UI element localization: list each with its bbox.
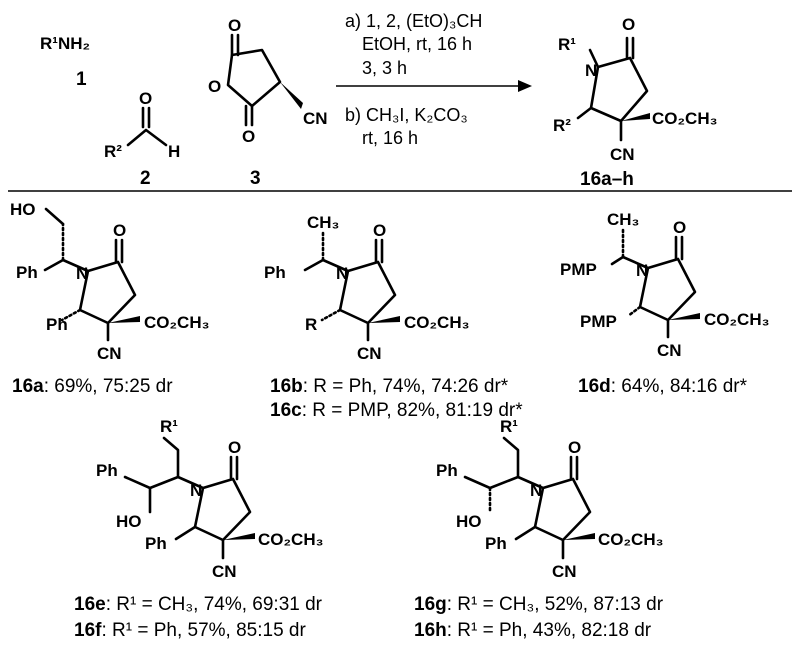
product-r2: R² <box>553 116 571 135</box>
reagent3-o-top: O <box>228 16 241 35</box>
c16g-result: : R¹ = CH₃, 52%, 87:13 dr <box>447 594 664 615</box>
c16e-result: : R¹ = CH₃, 74%, 69:31 dr <box>106 594 323 615</box>
c16gh-ph1: Ph <box>436 461 458 480</box>
product-cn: CN <box>610 145 635 164</box>
c16a-result: : 69%, 75:25 dr <box>44 376 174 397</box>
c16a-caption: 16a: 69%, 75:25 dr <box>12 376 173 397</box>
c16g-caption: 16g: R¹ = CH₃, 52%, 87:13 dr <box>414 594 664 615</box>
compound-16bc-structure <box>303 230 400 342</box>
reagent3-o-ring: O <box>208 77 221 96</box>
c16h-result: : R¹ = Ph, 43%, 82:18 dr <box>447 620 652 641</box>
c16ef-o: O <box>228 438 241 457</box>
c16g-label: 16g <box>414 594 447 615</box>
product-number: 16a–h <box>580 169 634 190</box>
c16c-label: 16c <box>270 400 302 421</box>
reagent3-number: 3 <box>250 168 261 189</box>
reagent2-h: H <box>168 142 180 161</box>
c16gh-ester: CO₂CH₃ <box>598 530 663 549</box>
c16b-label: 16b <box>270 376 303 397</box>
conditions-b-line2: rt, 16 h <box>362 128 418 148</box>
c16f-label: 16f <box>74 620 102 641</box>
c16ef-ester: CO₂CH₃ <box>258 530 323 549</box>
compound-16d-structure <box>610 227 700 339</box>
c16ef-cn: CN <box>212 562 237 581</box>
c16ef-ph2: Ph <box>145 534 167 553</box>
reagent2-oxygen: O <box>139 89 152 108</box>
c16gh-r1: R¹ <box>500 417 518 436</box>
reagent1-number: 1 <box>76 69 87 90</box>
product-oxygen: O <box>622 15 635 34</box>
c16ef-n: N <box>190 481 202 500</box>
c16ef-ho: HO <box>116 512 142 531</box>
reagent1-formula: R¹NH₂ <box>40 34 90 53</box>
compound-16gh-structure <box>463 436 595 560</box>
c16e-caption: 16e: R¹ = CH₃, 74%, 69:31 dr <box>74 594 323 615</box>
c16h-caption: 16h: R¹ = Ph, 43%, 82:18 dr <box>414 620 652 641</box>
c16a-o: O <box>113 221 126 240</box>
c16c-result: : R = PMP, 82%, 81:19 dr* <box>302 400 524 421</box>
conditions-a-line1: a) 1, 2, (EtO)₃CH <box>345 11 482 31</box>
c16bc-r: R <box>305 315 317 334</box>
conditions-a-line2: EtOH, rt, 16 h <box>362 34 472 54</box>
c16d-result: : 64%, 84:16 dr* <box>611 376 748 397</box>
conditions-a-line3: 3, 3 h <box>362 58 407 78</box>
product-nitrogen: N <box>585 61 597 80</box>
c16gh-o: O <box>568 438 581 457</box>
compound-16ef-structure <box>123 436 255 560</box>
c16d-me: CH₃ <box>607 210 639 229</box>
conditions-b-line1: b) CH₃I, K₂CO₃ <box>345 105 468 125</box>
c16bc-me: CH₃ <box>307 213 339 232</box>
product-ester: CO₂CH₃ <box>652 109 717 128</box>
reagent2-structure <box>126 106 168 147</box>
c16ef-r1: R¹ <box>160 417 178 436</box>
c16bc-ph: Ph <box>264 263 286 282</box>
c16a-label: 16a <box>12 376 44 397</box>
c16d-caption: 16d: 64%, 84:16 dr* <box>578 376 748 397</box>
reagent3-cn: CN <box>303 109 328 128</box>
c16ef-ph1: Ph <box>96 461 118 480</box>
c16gh-n: N <box>530 481 542 500</box>
c16d-ester: CO₂CH₃ <box>704 310 769 329</box>
c16d-o: O <box>673 218 686 237</box>
c16a-ester: CO₂CH₃ <box>144 313 209 332</box>
product-structure <box>576 36 650 142</box>
c16bc-o: O <box>373 221 386 240</box>
c16e-label: 16e <box>74 594 106 615</box>
c16gh-ho: HO <box>456 512 482 531</box>
c16d-cn: CN <box>657 341 682 360</box>
c16a-n: N <box>76 264 88 283</box>
c16d-pmp1: PMP <box>560 260 597 279</box>
c16a-ph2: Ph <box>46 315 68 334</box>
c16a-ph1: Ph <box>16 263 38 282</box>
compound-16a-structure <box>43 207 140 342</box>
c16bc-ester: CO₂CH₃ <box>404 313 469 332</box>
c16c-caption: 16c: R = PMP, 82%, 81:19 dr* <box>270 400 523 421</box>
c16gh-ph2: Ph <box>485 534 507 553</box>
c16d-n: N <box>636 261 648 280</box>
c16d-label: 16d <box>578 376 611 397</box>
c16bc-n: N <box>336 264 348 283</box>
reagent2-number: 2 <box>140 168 151 189</box>
c16f-caption: 16f: R¹ = Ph, 57%, 85:15 dr <box>74 620 307 641</box>
c16h-label: 16h <box>414 620 447 641</box>
c16bc-cn: CN <box>357 344 382 363</box>
c16d-pmp2: PMP <box>580 312 617 331</box>
c16f-result: : R¹ = Ph, 57%, 85:15 dr <box>101 620 306 641</box>
reaction-arrow <box>336 80 532 92</box>
c16a-ho: HO <box>10 200 36 219</box>
c16b-caption: 16b: R = Ph, 74%, 74:26 dr* <box>270 376 509 397</box>
reagent3-structure <box>226 33 303 127</box>
c16a-cn: CN <box>97 344 122 363</box>
reagent3-o-bottom: O <box>242 127 255 146</box>
reagent2-r2: R² <box>104 142 122 161</box>
c16b-result: : R = Ph, 74%, 74:26 dr* <box>303 376 509 397</box>
product-r1: R¹ <box>558 35 576 54</box>
c16gh-cn: CN <box>552 562 577 581</box>
